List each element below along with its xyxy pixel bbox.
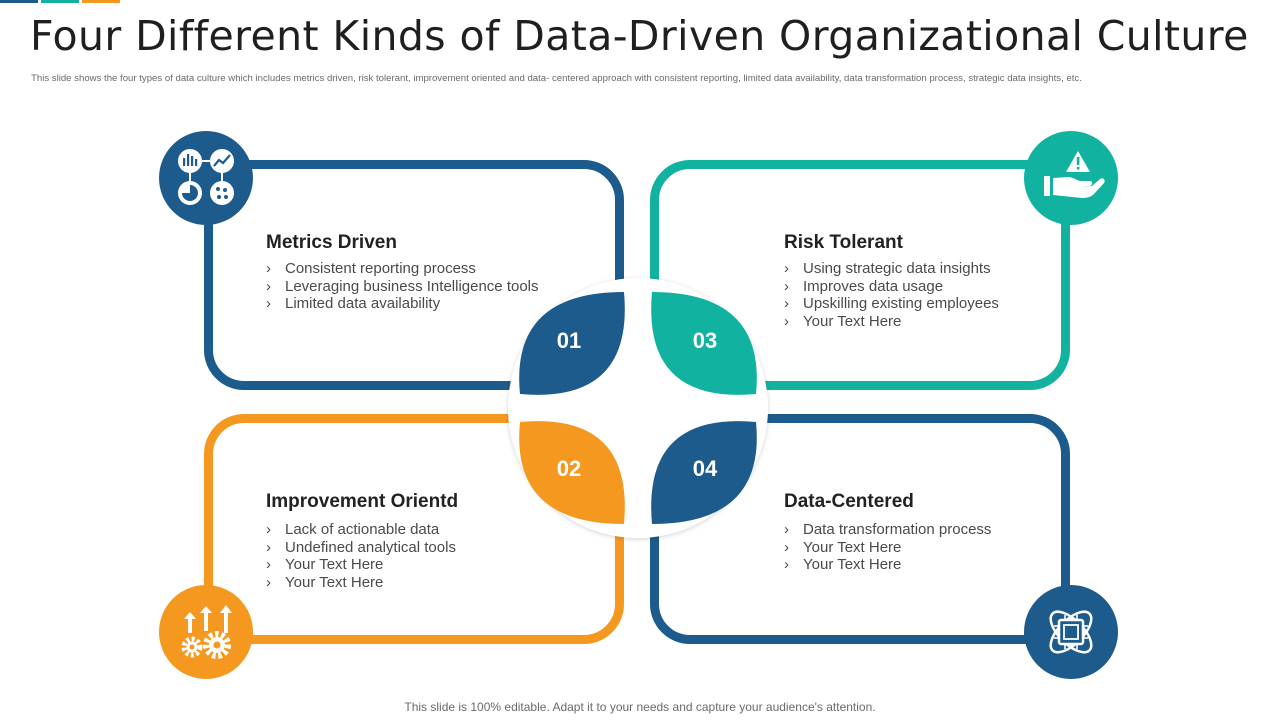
bullet-chevron-icon: › xyxy=(784,538,789,556)
list-item: ›Undefined analytical tools xyxy=(266,538,456,556)
list-item: ›Your Text Here xyxy=(266,573,384,591)
accent-line-teal xyxy=(41,0,79,3)
accent-line-orange xyxy=(82,0,120,3)
petal-01 xyxy=(519,292,625,395)
list-item: ›Consistent reporting process xyxy=(266,260,476,277)
list-item: ›Improves data usage xyxy=(784,277,944,295)
bullet-chevron-icon: › xyxy=(784,260,789,277)
petal-03 xyxy=(651,292,757,395)
footer-note: This slide is 100% editable. Adapt it to… xyxy=(404,700,876,714)
bullet-list-improvement-oriented: ›Lack of actionable data ›Undefined anal… xyxy=(266,521,456,591)
list-item: ›Lack of actionable data xyxy=(266,521,440,538)
quadrant-heading-metrics-driven: Metrics Driven xyxy=(266,232,397,253)
quadrant-heading-data-centered: Data-Centered xyxy=(784,491,914,512)
step-number-01: 01 xyxy=(556,328,582,353)
list-item: ›Upskilling existing employees xyxy=(784,295,999,313)
bullet-chevron-icon: › xyxy=(784,521,789,538)
list-item: ›Using strategic data insights xyxy=(784,260,991,277)
analytics-dashboard-icon xyxy=(159,131,253,225)
petal-02 xyxy=(519,421,625,524)
page-subtitle: This slide shows the four types of data … xyxy=(31,73,1082,84)
chip-orbit-icon xyxy=(1024,585,1118,679)
step-number-02: 02 xyxy=(556,456,582,481)
bullet-chevron-icon: › xyxy=(784,295,789,313)
bullet-list-data-centered: ›Data transformation process ›Your Text … xyxy=(784,521,991,574)
bullet-chevron-icon: › xyxy=(266,556,271,574)
bullet-chevron-icon: › xyxy=(266,538,271,556)
bullet-list-risk-tolerant: ›Using strategic data insights ›Improves… xyxy=(784,260,999,330)
bullet-chevron-icon: › xyxy=(784,277,789,295)
list-item: ›Your Text Here xyxy=(266,556,384,574)
hand-warning-icon xyxy=(1024,131,1118,225)
quadrant-heading-improvement-oriented: Improvement Orientd xyxy=(266,491,459,512)
growth-gears-icon xyxy=(159,585,253,679)
list-item: ›Your Text Here xyxy=(784,312,902,330)
bullet-chevron-icon: › xyxy=(784,556,789,574)
list-item: ›Leveraging business Intelligence tools xyxy=(266,277,539,295)
bullet-chevron-icon: › xyxy=(266,277,271,295)
bullet-chevron-icon: › xyxy=(266,295,271,313)
bullet-list-metrics-driven: ›Consistent reporting process ›Leveragin… xyxy=(266,260,539,313)
bullet-chevron-icon: › xyxy=(784,312,789,330)
bullet-chevron-icon: › xyxy=(266,521,271,538)
list-item: ›Your Text Here xyxy=(784,538,902,556)
list-item: ›Your Text Here xyxy=(784,556,902,574)
quadrant-heading-risk-tolerant: Risk Tolerant xyxy=(784,232,903,253)
step-number-04: 04 xyxy=(692,456,718,481)
bullet-chevron-icon: › xyxy=(266,260,271,277)
accent-lines xyxy=(0,0,130,4)
page-title: Four Different Kinds of Data-Driven Orga… xyxy=(30,12,1249,60)
center-petal-diagram: 01 03 02 04 xyxy=(504,274,772,542)
accent-line-blue xyxy=(0,0,38,3)
bullet-chevron-icon: › xyxy=(266,573,271,591)
quadrant-box-metrics-driven xyxy=(204,160,624,390)
list-item: ›Data transformation process xyxy=(784,521,992,538)
step-number-03: 03 xyxy=(692,328,718,353)
petal-04 xyxy=(651,421,757,524)
list-item: ›Limited data availability xyxy=(266,295,441,313)
